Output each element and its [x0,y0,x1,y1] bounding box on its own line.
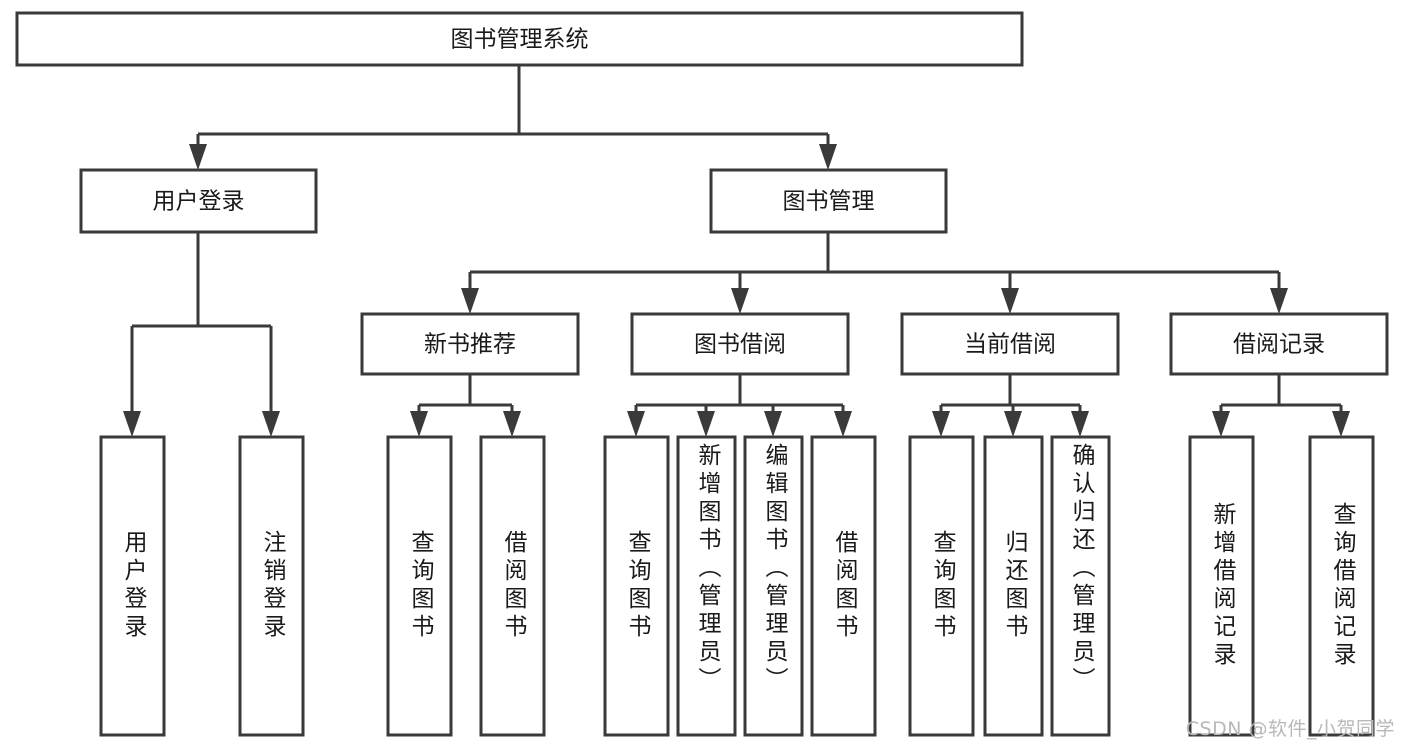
node-leaf-12[interactable] [1308,435,1375,737]
arrow-head-icon [1270,288,1288,314]
connector-layer [123,65,1350,437]
node-root-system-label: 图书管理系统 [451,27,589,53]
arrow-head-icon [627,411,645,437]
node-leaf-6[interactable] [743,435,804,737]
arrow-head-icon [764,411,782,437]
node-leaf-5[interactable] [676,435,737,737]
arrow-head-icon [819,144,837,170]
arrow-head-icon [1332,411,1350,437]
arrow-head-icon [123,411,141,437]
node-leaf-8[interactable] [908,435,975,737]
node-root-system[interactable] [15,11,1024,67]
arrow-head-icon [697,411,715,437]
node-leaf-2[interactable] [386,435,453,737]
node-box-layer [15,11,1389,737]
arrow-head-icon [461,288,479,314]
node-leaf-1[interactable] [238,435,305,737]
node-level2-label-1: 图书管理 [783,189,875,215]
node-level2-0[interactable] [79,168,318,234]
node-leaf-10[interactable] [1050,435,1111,737]
node-level3-2[interactable] [900,312,1120,376]
node-level3-1[interactable] [630,312,850,376]
node-leaf-11[interactable] [1188,435,1255,737]
node-level3-3[interactable] [1169,312,1389,376]
arrow-head-icon [1071,411,1089,437]
arrow-head-icon [731,288,749,314]
arrow-head-icon [503,411,521,437]
arrow-head-icon [834,411,852,437]
node-level3-0[interactable] [360,312,580,376]
node-level3-label-1: 图书借阅 [694,332,786,358]
node-level3-label-2: 当前借阅 [964,332,1056,358]
arrow-head-icon [410,411,428,437]
node-leaf-9[interactable] [983,435,1044,737]
arrow-head-icon [189,144,207,170]
watermark: CSDN @软件_小贺同学 [1185,718,1395,740]
node-leaf-7[interactable] [810,435,877,737]
node-leaf-3[interactable] [479,435,546,737]
node-level3-label-0: 新书推荐 [424,332,516,358]
arrow-head-icon [262,411,280,437]
arrow-head-icon [1004,411,1022,437]
node-leaf-4[interactable] [603,435,670,737]
node-level3-label-3: 借阅记录 [1233,332,1325,358]
arrow-head-icon [1001,288,1019,314]
node-leaf-0[interactable] [99,435,166,737]
arrow-head-icon [1212,411,1230,437]
arrow-head-icon [932,411,950,437]
node-level2-label-0: 用户登录 [153,189,245,215]
node-level2-1[interactable] [709,168,948,234]
